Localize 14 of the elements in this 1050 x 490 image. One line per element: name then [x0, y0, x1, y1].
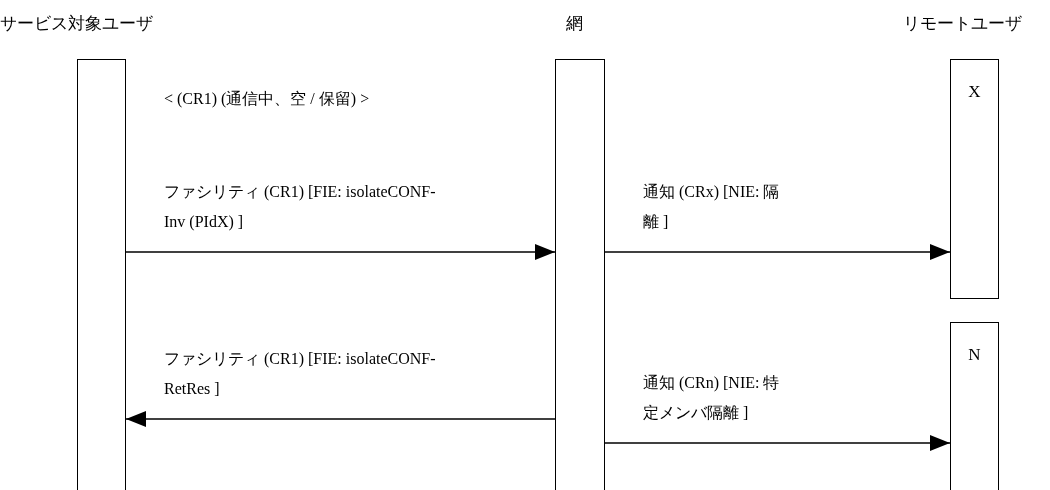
arrow [125, 411, 556, 427]
message-label: ファシリティ (CR1) [FIE: isolateCONF-Inv (PIdX) ] [164, 182, 437, 233]
lifeline-heading: リモートユーザ [903, 12, 1022, 35]
lifeline-heading: サービス対象ユーザ [0, 12, 153, 35]
arrow [125, 244, 556, 260]
arrow [604, 244, 951, 260]
arrow [604, 435, 951, 451]
entity-label: N [967, 345, 982, 365]
message-label: 通知 (CRn) [NIE: 特定メンバ隔離 ] [643, 373, 781, 423]
state-note: < (CR1) (通信中、空 / 保留) > [164, 89, 370, 110]
lifeline-heading: 網 [566, 12, 583, 35]
message-label: 通知 (CRx) [NIE: 隔離 ] [643, 182, 781, 232]
entity-label: X [967, 82, 982, 102]
message-label: ファシリティ (CR1) [FIE: isolateCONF-RetRes ] [164, 349, 437, 399]
